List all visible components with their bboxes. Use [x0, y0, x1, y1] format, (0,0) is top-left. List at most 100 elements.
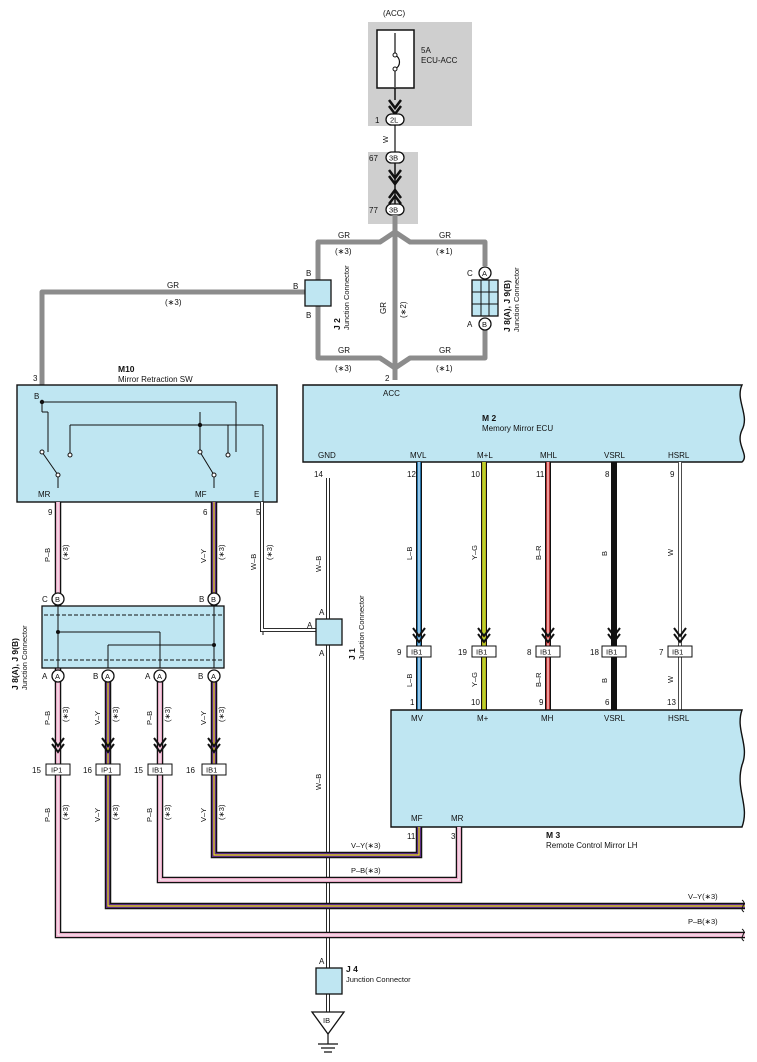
svg-text:A: A [319, 649, 325, 658]
svg-text:W: W [666, 548, 675, 556]
svg-text:B: B [55, 595, 60, 604]
e-wire [260, 502, 318, 632]
svg-text:3B: 3B [389, 206, 398, 215]
svg-text:7: 7 [659, 648, 664, 657]
svg-text:A: A [482, 269, 487, 278]
svg-text:3B: 3B [389, 154, 398, 163]
svg-text:MR: MR [38, 490, 51, 499]
svg-text:B: B [600, 678, 609, 683]
svg-text:(∗3): (∗3) [217, 706, 226, 722]
svg-text:(∗3): (∗3) [111, 804, 120, 820]
ground-symbol [310, 1011, 346, 1036]
j1-name: Junction Connector [357, 595, 366, 660]
svg-text:B: B [600, 551, 609, 556]
j4-id: J 4 [346, 964, 358, 974]
svg-text:18: 18 [590, 648, 599, 657]
fuse-pin: 1 [375, 116, 380, 125]
svg-text:11: 11 [536, 470, 545, 479]
svg-text:GR: GR [439, 231, 451, 240]
svg-text:B: B [34, 392, 39, 401]
svg-text:(∗3): (∗3) [265, 544, 274, 560]
svg-text:(∗3): (∗3) [217, 544, 226, 560]
svg-text:ACC: ACC [383, 389, 400, 398]
svg-text:10: 10 [471, 698, 480, 707]
svg-text:3: 3 [33, 374, 38, 383]
svg-text:MR: MR [451, 814, 464, 823]
lower-wire-labels: P–B (∗3) V–Y (∗3) P–B (∗3) V–Y (∗3) P–B … [43, 706, 226, 822]
svg-text:9: 9 [670, 470, 675, 479]
svg-text:14: 14 [314, 470, 323, 479]
svg-text:M+: M+ [477, 714, 489, 723]
svg-text:MF: MF [411, 814, 423, 823]
svg-text:12: 12 [407, 470, 416, 479]
svg-text:19: 19 [458, 648, 467, 657]
svg-text:V–Y: V–Y [93, 711, 102, 725]
svg-text:MVL: MVL [410, 451, 427, 460]
svg-text:W–B: W–B [314, 774, 323, 790]
break-mark [741, 899, 745, 942]
svg-text:L–B: L–B [405, 674, 414, 687]
j4-name: Junction Connector [346, 975, 411, 984]
svg-text:A: A [157, 672, 162, 681]
fuse-wire-label: W [381, 135, 390, 143]
svg-text:IB1: IB1 [540, 648, 551, 657]
fuse-name: ECU-ACC [421, 56, 458, 65]
svg-text:MV: MV [411, 714, 424, 723]
svg-text:5: 5 [256, 508, 261, 517]
svg-text:W–B: W–B [314, 556, 323, 572]
svg-text:V–Y(∗3): V–Y(∗3) [351, 841, 381, 850]
svg-text:GR: GR [338, 346, 350, 355]
svg-text:10: 10 [471, 470, 480, 479]
svg-text:P–B: P–B [145, 711, 154, 725]
m10-name: Mirror Retraction SW [118, 375, 193, 384]
gr-harness [39, 215, 488, 385]
m3-name: Remote Control Mirror LH [546, 841, 638, 850]
svg-text:GND: GND [318, 451, 336, 460]
svg-text:GR: GR [338, 231, 350, 240]
svg-text:P–B: P–B [145, 808, 154, 822]
svg-text:V–Y: V–Y [199, 711, 208, 725]
svg-text:IP1: IP1 [101, 766, 112, 775]
m2-id: M 2 [482, 413, 496, 423]
svg-text:IB1: IB1 [206, 766, 217, 775]
svg-text:B: B [198, 672, 203, 681]
svg-text:16: 16 [186, 766, 195, 775]
svg-text:C: C [42, 595, 48, 604]
pin-77: 77 [369, 206, 378, 215]
svg-text:P–B(∗3): P–B(∗3) [688, 917, 718, 926]
svg-text:GR: GR [167, 281, 179, 290]
svg-text:(∗3): (∗3) [61, 706, 70, 722]
svg-text:B–R: B–R [534, 545, 543, 560]
m3-terminals: MV M+ MH VSRL HSRL MF MR 11 3 [407, 714, 690, 841]
svg-text:(∗3): (∗3) [163, 804, 172, 820]
svg-text:Y–G: Y–G [470, 672, 479, 687]
svg-text:A: A [467, 320, 473, 329]
svg-text:1: 1 [410, 698, 415, 707]
ecu-wire-labels: L–B Y–G B–R B W L–B Y–G B–R B W [405, 545, 675, 687]
svg-text:VSRL: VSRL [604, 451, 625, 460]
svg-text:15: 15 [134, 766, 143, 775]
j8-upper-connector [471, 279, 499, 317]
svg-text:P–B(∗3): P–B(∗3) [351, 866, 381, 875]
svg-text:IB1: IB1 [411, 648, 422, 657]
svg-text:HSRL: HSRL [668, 451, 690, 460]
j8-lower-id: J 8(A), J 9(B) [10, 638, 20, 690]
svg-text:B: B [293, 282, 298, 291]
fuse-source: (ACC) [383, 9, 406, 18]
svg-text:B: B [306, 311, 311, 320]
svg-text:M+L: M+L [477, 451, 493, 460]
fuse-rating: 5A [421, 46, 431, 55]
svg-text:13: 13 [667, 698, 676, 707]
m10-id: M10 [118, 364, 135, 374]
svg-text:P–B: P–B [43, 711, 52, 725]
svg-text:W: W [666, 675, 675, 683]
svg-text:MF: MF [195, 490, 207, 499]
svg-text:P–B: P–B [43, 808, 52, 822]
svg-text:MH: MH [541, 714, 554, 723]
svg-text:A: A [145, 672, 151, 681]
j2-name: Junction Connector [342, 265, 351, 330]
svg-text:9: 9 [397, 648, 402, 657]
svg-text:8: 8 [527, 648, 532, 657]
svg-text:Y–G: Y–G [470, 545, 479, 560]
